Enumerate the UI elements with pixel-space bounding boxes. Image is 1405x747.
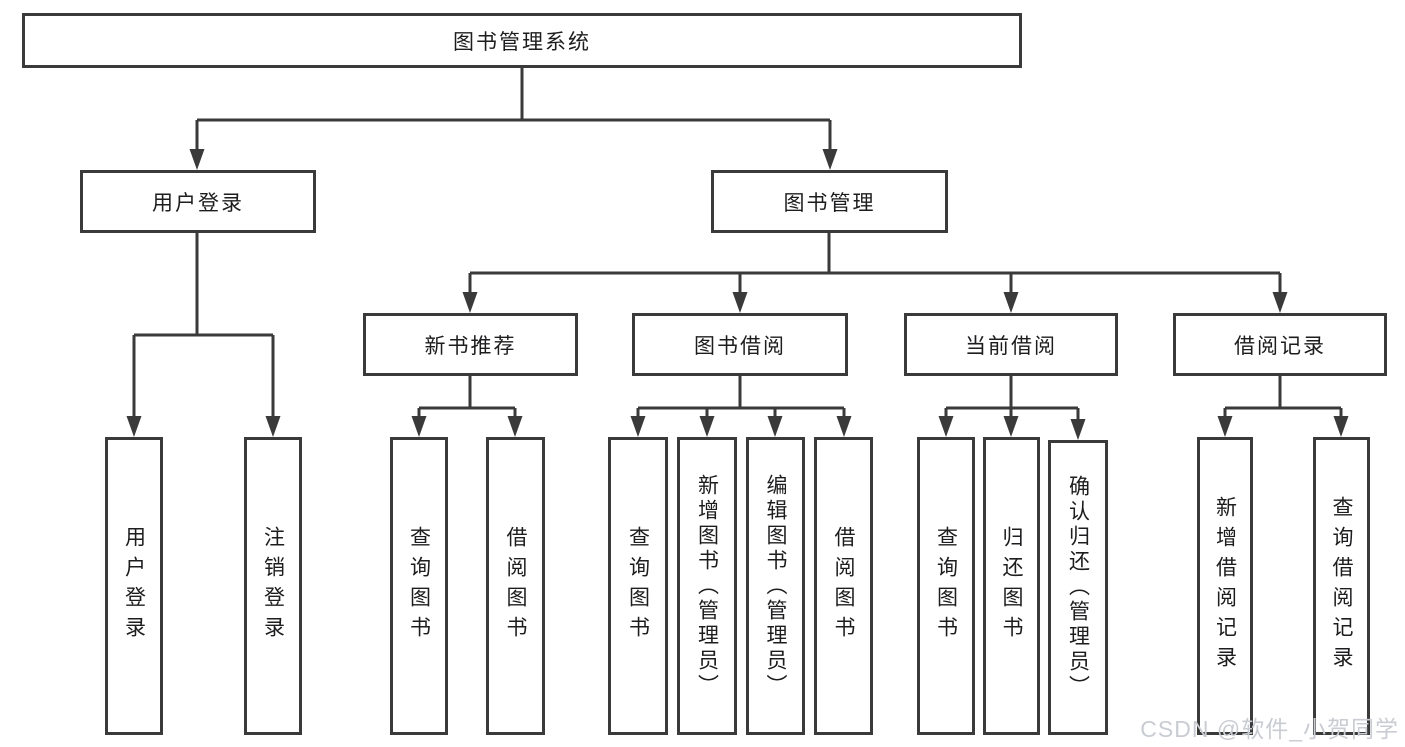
- leaf-return-books: 归还图书: [983, 437, 1040, 735]
- node-new-book-recommendation: 新书推荐: [363, 313, 578, 376]
- watermark: CSDN @软件_小贺同学: [1140, 716, 1399, 742]
- arrowhead-down-icon: [767, 416, 783, 437]
- leaf-query-books-borrowing: 查询图书: [608, 437, 668, 735]
- leaf-add-borrow-record-label: 新增借阅记录: [1213, 496, 1237, 676]
- node-current-borrowing-label: 当前借阅: [965, 334, 1057, 358]
- leaf-add-book-admin: 新增图书（管理员）: [677, 437, 737, 735]
- arrowhead-down-icon: [836, 416, 852, 437]
- arrowhead-down-icon: [1272, 292, 1288, 313]
- arrowhead-down-icon: [189, 149, 205, 170]
- leaf-return-books-label: 归还图书: [1000, 526, 1023, 646]
- node-borrowing-records: 借阅记录: [1173, 313, 1387, 376]
- arrowhead-down-icon: [1070, 419, 1086, 440]
- node-book-borrowing-label: 图书借阅: [694, 334, 786, 358]
- arrowhead-down-icon: [1003, 292, 1019, 313]
- node-user-login: 用户登录: [80, 170, 316, 233]
- leaf-query-borrow-record: 查询借阅记录: [1313, 437, 1370, 735]
- leaf-edit-book-admin-label: 编辑图书（管理员）: [764, 473, 787, 699]
- leaf-query-books-borrowing-label: 查询图书: [626, 526, 650, 646]
- leaf-user-login-label: 用户登录: [122, 526, 146, 646]
- node-new-book-recommendation-label: 新书推荐: [424, 334, 517, 358]
- leaf-add-borrow-record: 新增借阅记录: [1197, 437, 1253, 735]
- leaf-query-books-current-label: 查询图书: [934, 526, 958, 646]
- arrowhead-down-icon: [265, 416, 281, 437]
- leaf-edit-book-admin: 编辑图书（管理员）: [746, 437, 805, 735]
- leaf-add-book-admin-label: 新增图书（管理员）: [695, 473, 719, 699]
- arrowhead-down-icon: [126, 416, 142, 437]
- leaf-confirm-return-admin: 确认归还（管理员）: [1048, 440, 1108, 735]
- leaf-query-borrow-record-label: 查询借阅记录: [1330, 496, 1353, 676]
- node-user-login-label: 用户登录: [152, 191, 244, 215]
- node-root-label: 图书管理系统: [453, 30, 591, 54]
- node-book-management: 图书管理: [711, 170, 948, 233]
- leaf-logout-login-label: 注销登录: [261, 526, 285, 646]
- leaf-confirm-return-admin-label: 确认归还（管理员）: [1066, 475, 1090, 700]
- arrowhead-down-icon: [462, 292, 478, 313]
- arrowhead-down-icon: [411, 416, 427, 437]
- leaf-logout-login: 注销登录: [244, 437, 302, 735]
- arrowhead-down-icon: [732, 292, 748, 313]
- arrowhead-down-icon: [699, 416, 715, 437]
- leaf-user-login: 用户登录: [105, 437, 163, 735]
- arrowhead-down-icon: [822, 149, 838, 170]
- node-book-borrowing: 图书借阅: [632, 313, 848, 376]
- node-book-management-label: 图书管理: [783, 191, 876, 215]
- leaf-query-books-recommend-label: 查询图书: [407, 526, 431, 646]
- node-root: 图书管理系统: [22, 13, 1022, 68]
- leaf-query-books-recommend: 查询图书: [390, 437, 448, 735]
- leaf-borrow-books-recommend: 借阅图书: [486, 437, 545, 735]
- arrowhead-down-icon: [507, 416, 523, 437]
- arrowhead-down-icon: [1217, 416, 1233, 437]
- node-borrowing-records-label: 借阅记录: [1234, 334, 1326, 358]
- leaf-borrow-books-label: 借阅图书: [832, 526, 855, 646]
- arrowhead-down-icon: [938, 416, 954, 437]
- arrowhead-down-icon: [1333, 416, 1349, 437]
- arrowhead-down-icon: [630, 416, 646, 437]
- node-current-borrowing: 当前借阅: [904, 313, 1118, 376]
- leaf-borrow-books: 借阅图书: [814, 437, 873, 735]
- leaf-query-books-current: 查询图书: [917, 437, 975, 735]
- leaf-borrow-books-recommend-label: 借阅图书: [504, 526, 527, 646]
- arrowhead-down-icon: [1003, 416, 1019, 437]
